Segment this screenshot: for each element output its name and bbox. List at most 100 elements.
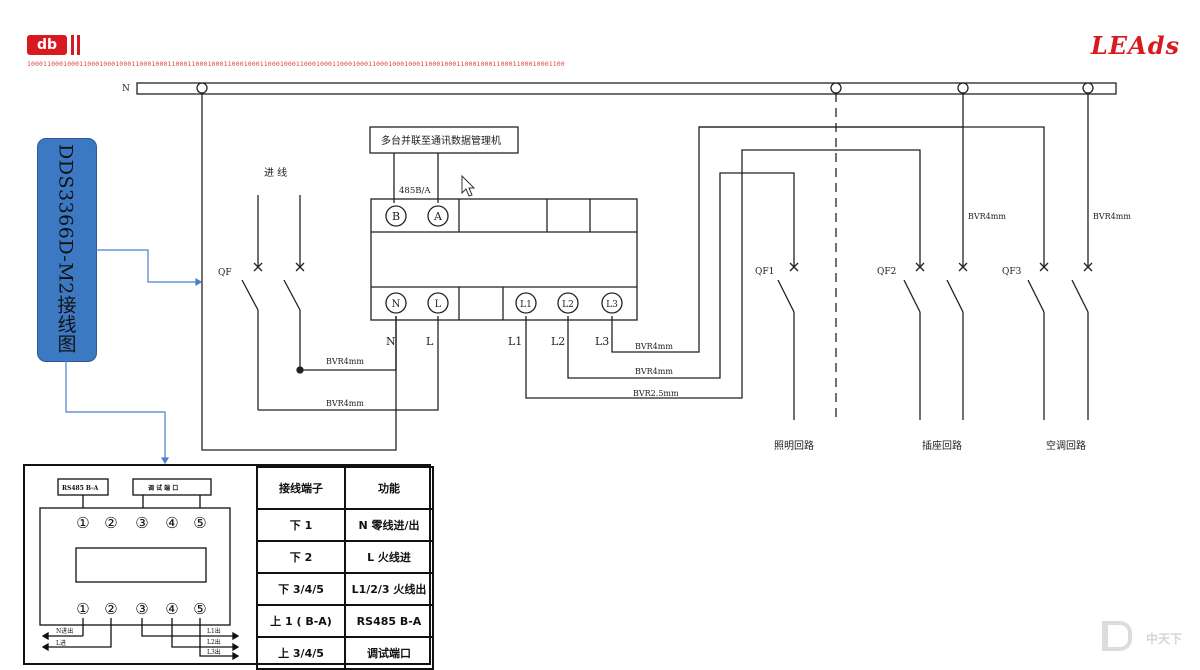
terminal-caption: L2 bbox=[551, 335, 565, 348]
table-cell: 下 3/4/5 bbox=[256, 572, 346, 606]
wire-label: BVR4mm bbox=[968, 212, 1006, 221]
terminal-label: L bbox=[435, 299, 442, 310]
breaker-label: QF3 bbox=[1002, 267, 1022, 277]
wire-label: BVR4mm bbox=[326, 399, 364, 408]
company-logo: db bbox=[27, 35, 67, 55]
watermark-text: 中天下 bbox=[1145, 632, 1182, 646]
title-callout-box bbox=[37, 138, 97, 362]
device-terminal-num: ② bbox=[104, 514, 117, 532]
terminal-n bbox=[385, 292, 407, 314]
callout-arrow-device bbox=[65, 360, 166, 458]
breaker-label: QF1 bbox=[755, 267, 774, 277]
terminal-label: L2 bbox=[562, 300, 574, 310]
wire-label: BVR4mm bbox=[635, 342, 673, 351]
table-cell: RS485 B-A bbox=[344, 604, 434, 638]
logo-bars-icon bbox=[70, 35, 82, 55]
device-rs485-label: RS485 B-A bbox=[62, 485, 99, 492]
qf-switch-right bbox=[283, 279, 301, 311]
wire-l-meter bbox=[258, 316, 439, 411]
wire-l2-out bbox=[567, 172, 795, 379]
terminal-caption: L1 bbox=[508, 335, 522, 348]
terminal-caption: L bbox=[426, 335, 434, 348]
wire-l1-out bbox=[525, 149, 921, 399]
device-terminal-num: ⑤ bbox=[193, 514, 206, 532]
manager-label: 多台并联至通讯数据管理机 bbox=[381, 134, 501, 147]
table-row: 上 1 ( B-A) RS485 B-A bbox=[256, 604, 434, 638]
terminal-l3 bbox=[601, 292, 623, 314]
table-row: 下 2 L 火线进 bbox=[256, 540, 434, 574]
table-row: 上 3/4/5 调试端口 bbox=[256, 636, 434, 670]
terminal-a bbox=[427, 205, 449, 227]
device-terminal-num: ④ bbox=[165, 514, 178, 532]
circuit-label: 照明回路 bbox=[774, 439, 814, 452]
brand-logo: LEAds bbox=[1090, 31, 1180, 60]
wire-label: BVR2.5mm bbox=[633, 389, 679, 398]
terminal-caption: L3 bbox=[595, 335, 609, 348]
wire-label: BVR4mm bbox=[1093, 212, 1131, 221]
table-row: 下 1 N 零线进/出 bbox=[256, 508, 434, 542]
terminal-label: L1 bbox=[520, 300, 532, 310]
table-cell: 调试端口 bbox=[344, 636, 434, 670]
bus-tap bbox=[830, 82, 842, 94]
breaker-label: QF bbox=[218, 268, 232, 278]
wire-n-return bbox=[201, 93, 397, 451]
mouse-cursor-icon bbox=[461, 174, 476, 197]
bus-tap bbox=[1082, 82, 1094, 94]
table-row: 下 3/4/5 L1/2/3 火线出 bbox=[256, 572, 434, 606]
device-out-label: L1出 bbox=[207, 627, 221, 635]
device-terminal-num: ⑤ bbox=[193, 600, 206, 618]
device-terminal-num: ② bbox=[104, 600, 117, 618]
wire-l3-out bbox=[611, 126, 963, 353]
device-terminal-num: ① bbox=[76, 600, 89, 618]
device-terminal-num: ① bbox=[76, 514, 89, 532]
table-header: 接线端子 bbox=[256, 466, 346, 510]
watermark-logo-icon bbox=[1102, 621, 1132, 651]
device-terminal-num: ③ bbox=[135, 600, 148, 618]
table-cell: L1/2/3 火线出 bbox=[344, 572, 434, 606]
circuit-label: 插座回路 bbox=[922, 439, 962, 452]
terminal-l bbox=[427, 292, 449, 314]
bus-tap bbox=[196, 82, 208, 94]
table-cell: L 火线进 bbox=[344, 540, 434, 574]
neutral-bus-bar bbox=[136, 82, 1117, 95]
binary-strip: 1000110001000110001000100011000100011000… bbox=[27, 60, 565, 68]
diagram-title: DDS3366D-M2接线图 bbox=[54, 144, 77, 354]
terminal-label: B bbox=[392, 210, 400, 223]
terminal-function-table: 接线端子 功能 下 1 N 零线进/出 下 2 L 火线进 下 3/4/5 L1… bbox=[256, 466, 434, 670]
device-terminal-num: ④ bbox=[165, 600, 178, 618]
callout-arrow-diagram bbox=[95, 249, 196, 283]
circuit-label: 空调回路 bbox=[1046, 439, 1086, 452]
device-terminal-num: ③ bbox=[135, 514, 148, 532]
breaker-label: QF2 bbox=[877, 267, 896, 277]
wire-n-meter bbox=[300, 316, 397, 371]
terminal-label: L3 bbox=[606, 300, 618, 310]
wire-l3-qf3 bbox=[699, 126, 1045, 266]
qf-switch-left bbox=[241, 279, 259, 311]
device-out-label: L2出 bbox=[207, 638, 221, 646]
table-header-row: 接线端子 功能 bbox=[256, 466, 434, 510]
terminal-l1 bbox=[515, 292, 537, 314]
bus-label: N bbox=[122, 84, 130, 94]
device-n-label: N进出 bbox=[56, 627, 73, 635]
terminal-label: A bbox=[433, 210, 443, 223]
table-cell: N 零线进/出 bbox=[344, 508, 434, 542]
bus-tap bbox=[957, 82, 969, 94]
table-cell: 上 3/4/5 bbox=[256, 636, 346, 670]
terminal-caption: N bbox=[386, 335, 396, 348]
manager-box bbox=[369, 126, 519, 154]
table-cell: 下 2 bbox=[256, 540, 346, 574]
device-debug-label: 调 试 端 口 bbox=[148, 484, 178, 492]
terminal-l2 bbox=[557, 292, 579, 314]
table-cell: 下 1 bbox=[256, 508, 346, 542]
rs485-label: 485B/A bbox=[399, 186, 431, 196]
terminal-b bbox=[385, 205, 407, 227]
table-cell: 上 1 ( B-A) bbox=[256, 604, 346, 638]
meter-body bbox=[370, 198, 638, 321]
device-out-label: L3出 bbox=[207, 648, 221, 656]
device-l-label: L进 bbox=[56, 639, 66, 647]
incoming-label: 进 线 bbox=[264, 166, 287, 179]
wire-label: BVR4mm bbox=[635, 367, 673, 376]
terminal-label: N bbox=[392, 299, 401, 310]
wire-label: BVR4mm bbox=[326, 357, 364, 366]
